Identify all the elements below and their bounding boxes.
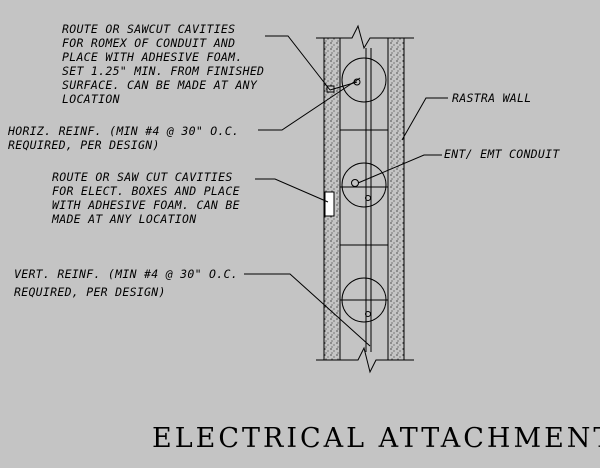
wall-cavity <box>341 57 387 103</box>
note-line: REQUIRED, PER DESIGN) <box>8 138 160 152</box>
leader-vertical-reinf <box>244 273 371 347</box>
note-line: FOR ELECT. BOXES AND PLACE <box>52 184 240 198</box>
note-line: WITH ADHESIVE FOAM. CAN BE <box>52 198 240 212</box>
note-line: MADE AT ANY LOCATION <box>51 212 196 226</box>
wall-cavity <box>341 162 387 208</box>
note-vertical-reinforcement: VERT. REINF. (MIN #4 @ 30" O.C. REQUIRED… <box>14 267 238 299</box>
note-line: ROUTE OR SAW CUT CAVITIES <box>52 170 233 184</box>
right-plaster-layer <box>387 37 405 361</box>
bottom-break-line <box>316 346 414 374</box>
note-electrical-boxes: ROUTE OR SAW CUT CAVITIES FOR ELECT. BOX… <box>51 170 240 226</box>
top-break-line <box>316 24 414 50</box>
leader-rastra-wall <box>401 97 448 141</box>
leader-horizontal-reinf <box>258 77 361 131</box>
note-line: FOR ROMEX OF CONDUIT AND <box>62 36 235 50</box>
electrical-box <box>324 191 335 217</box>
leader-electrical-box <box>255 178 329 203</box>
note-line: HORIZ. REINF. (MIN #4 @ 30" O.C. <box>7 124 239 138</box>
note-line: SURFACE. CAN BE MADE AT ANY <box>62 78 258 92</box>
note-line: ROUTE OR SAWCUT CAVITIES <box>62 22 235 36</box>
note-romex-cavities: ROUTE OR SAWCUT CAVITIES FOR ROMEX OF CO… <box>62 22 264 106</box>
label-rastra-wall: RASTRA WALL <box>452 91 531 105</box>
note-line: REQUIRED, PER DESIGN) <box>14 285 166 299</box>
label-ent-emt-conduit: ENT/ EMT CONDUIT <box>444 147 560 161</box>
wall-section <box>316 24 414 374</box>
leader-conduit <box>357 154 442 184</box>
leader-lines <box>244 35 448 347</box>
note-line: LOCATION <box>62 92 120 106</box>
wall-cavity <box>341 277 387 323</box>
note-line: VERT. REINF. (MIN #4 @ 30" O.C. <box>14 267 238 281</box>
note-line: PLACE WITH ADHESIVE FOAM. <box>62 50 243 64</box>
note-horizontal-reinforcement: HORIZ. REINF. (MIN #4 @ 30" O.C. REQUIRE… <box>7 124 239 152</box>
drawing-title: ELECTRICAL ATTACHMENTS <box>152 423 600 454</box>
leader-romex <box>265 35 331 91</box>
ent-emt-conduit <box>351 179 359 187</box>
note-line: SET 1.25" MIN. FROM FINISHED <box>62 64 264 78</box>
